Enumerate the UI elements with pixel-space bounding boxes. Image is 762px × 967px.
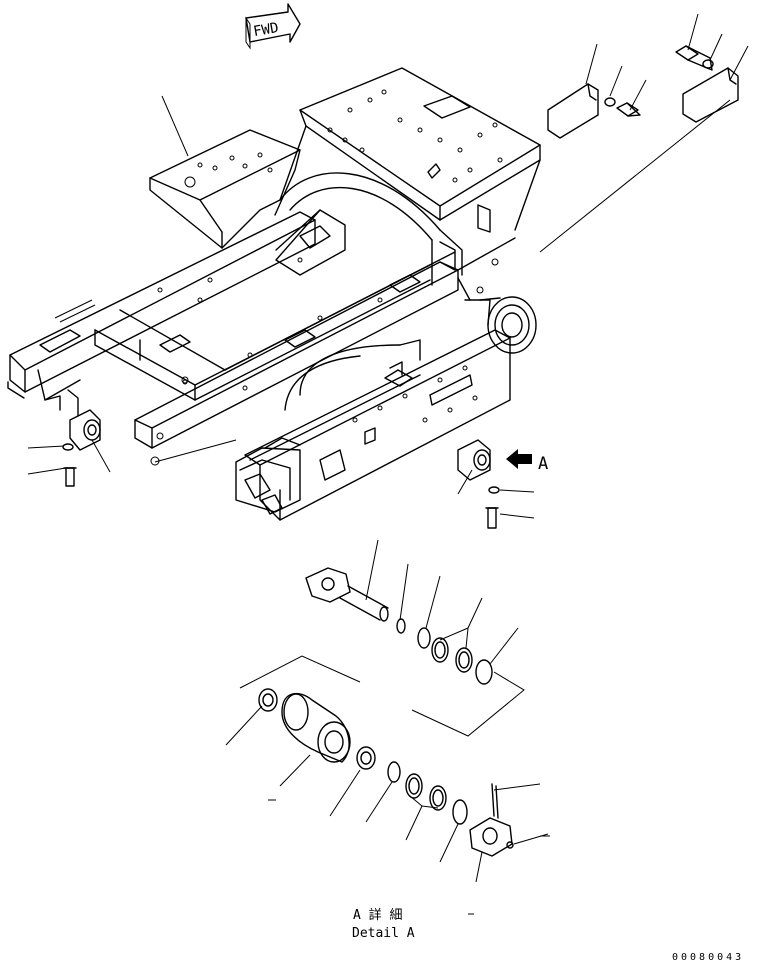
drawing-number: 00080043: [672, 952, 744, 963]
fwd-label: FWD: [252, 20, 280, 40]
detail-title: A 詳 細: [353, 907, 402, 923]
cover-plates: [547, 45, 739, 139]
view-arrow-a: A: [506, 449, 548, 474]
track-frame: [7, 67, 541, 521]
view-marker-label: A: [538, 454, 548, 474]
fwd-arrow: FWD: [245, 3, 301, 50]
sprocket-hub: [457, 277, 537, 354]
leader-lines: [27, 13, 749, 883]
dash-marks: [268, 799, 550, 915]
carrier-roller-left: [62, 409, 101, 487]
detail-subtitle: Detail A: [352, 926, 415, 941]
detail-a-parts: [258, 567, 514, 857]
carrier-roller-right: [457, 439, 500, 529]
